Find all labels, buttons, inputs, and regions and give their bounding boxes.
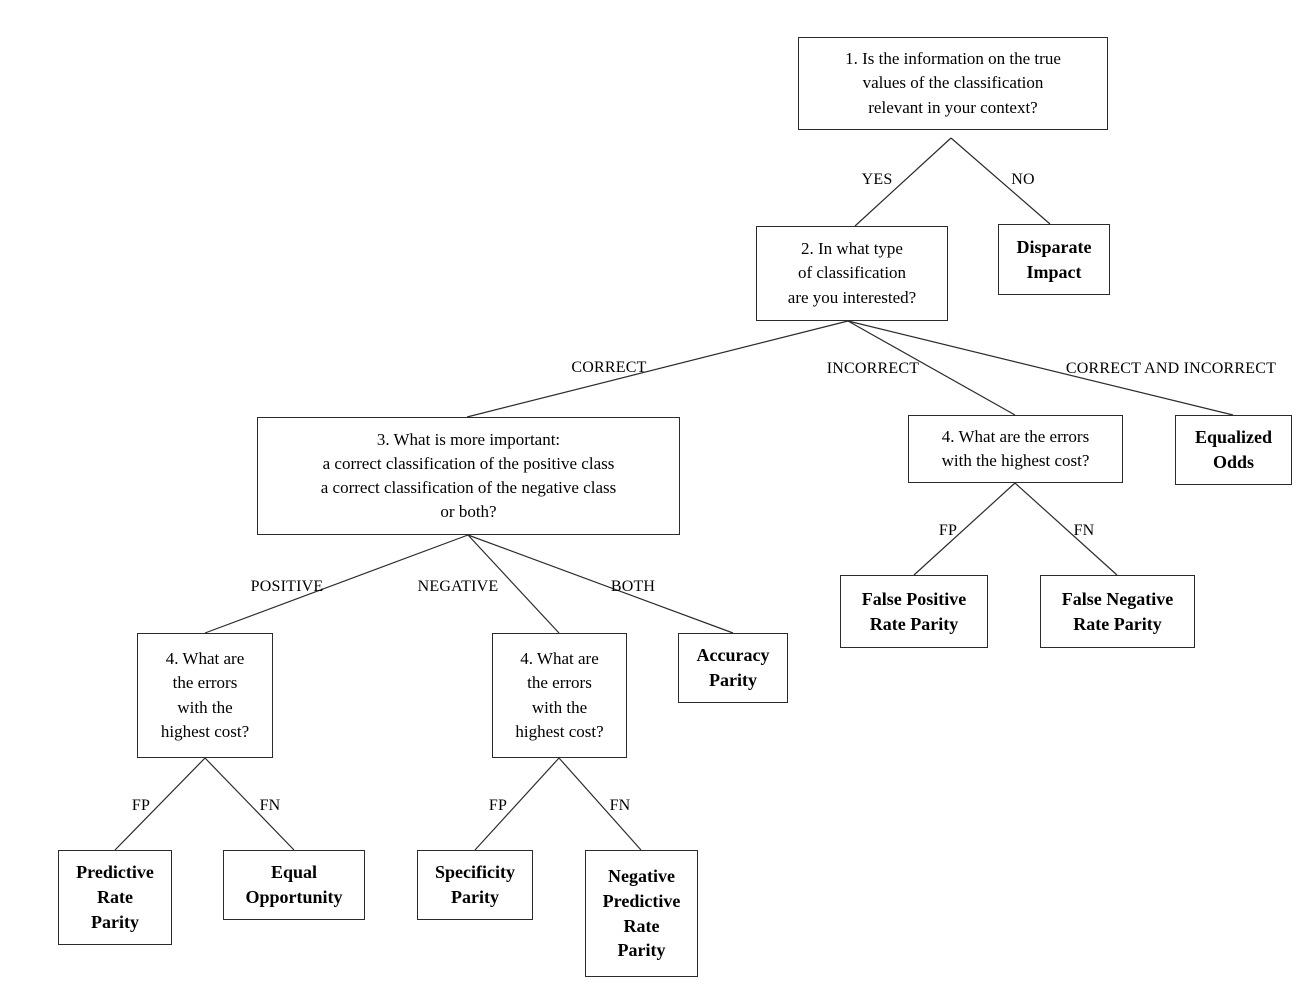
edge-label-correct-and-incorrect: CORRECT AND INCORRECT <box>1065 360 1277 377</box>
edge-label-positive-fp: FP <box>131 797 151 814</box>
q4-errors-positive-branch-label: 4. What are the errors with the highest … <box>160 649 250 741</box>
edge-line-incorrect-fp <box>913 482 1016 576</box>
disparate-impact-label: Disparate Impact <box>1016 236 1092 282</box>
edge-label-no: NO <box>1011 171 1035 188</box>
specificity-parity-label: Specificity Parity <box>435 862 515 907</box>
edge-line-correct-and-incorrect <box>847 320 1234 416</box>
edge-line-incorrect <box>847 320 1016 416</box>
edge-label-negative-fp: FP <box>488 797 508 814</box>
q4-errors-negative-branch-label: 4. What are the errors with the highest … <box>515 649 604 741</box>
equalized-odds-node: Equalized Odds <box>1175 415 1292 485</box>
edge-label-both: BOTH <box>610 578 656 595</box>
edge-line-positive-fp <box>114 757 206 851</box>
q4-errors-positive-branch-node: 4. What are the errors with the highest … <box>137 633 273 758</box>
edge-line-incorrect-fn <box>1014 482 1118 576</box>
edge-line-negative <box>467 534 560 634</box>
edge-line-correct <box>466 320 849 418</box>
edge-line-negative-fp <box>474 757 560 851</box>
predictive-rate-parity-label: Predictive Rate Parity <box>76 862 154 932</box>
edge-line-yes <box>854 137 952 227</box>
equal-opportunity-label: Equal Opportunity <box>245 862 343 907</box>
edge-line-negative-fn <box>558 757 642 851</box>
q4-errors-incorrect-branch-label: 4. What are the errors with the highest … <box>941 426 1090 470</box>
edge-label-incorrect-fp: FP <box>938 522 958 539</box>
q2-classification-type-label: 2. In what type of classification are yo… <box>787 239 917 307</box>
disparate-impact-node: Disparate Impact <box>998 224 1110 295</box>
false-negative-rate-parity-node: False Negative Rate Parity <box>1040 575 1195 648</box>
edge-label-incorrect: INCORRECT <box>826 360 920 377</box>
edge-label-yes: YES <box>861 171 893 188</box>
accuracy-parity-label: Accuracy Parity <box>696 645 770 690</box>
negative-predictive-rate-parity-label: Negative Predictive Rate Parity <box>602 865 681 961</box>
equal-opportunity-node: Equal Opportunity <box>223 850 365 920</box>
q3-what-is-more-important-label: 3. What is more important: a correct cla… <box>320 429 617 522</box>
edge-label-correct: CORRECT <box>571 359 647 376</box>
edge-line-both <box>467 534 734 634</box>
q4-errors-negative-branch-node: 4. What are the errors with the highest … <box>492 633 627 758</box>
q4-errors-incorrect-branch-node: 4. What are the errors with the highest … <box>908 415 1123 483</box>
predictive-rate-parity-node: Predictive Rate Parity <box>58 850 172 945</box>
q1-true-values-relevant-node: 1. Is the information on the true values… <box>798 37 1108 130</box>
edge-line-positive-fn <box>204 757 295 851</box>
false-positive-rate-parity-node: False Positive Rate Parity <box>840 575 988 648</box>
false-negative-rate-parity-label: False Negative Rate Parity <box>1061 588 1174 634</box>
edge-label-negative: NEGATIVE <box>417 578 499 595</box>
q1-true-values-relevant-label: 1. Is the information on the true values… <box>845 49 1061 117</box>
q3-what-is-more-important-node: 3. What is more important: a correct cla… <box>257 417 680 535</box>
equalized-odds-label: Equalized Odds <box>1194 427 1273 472</box>
edge-label-negative-fn: FN <box>609 797 631 814</box>
edge-line-no <box>950 137 1051 225</box>
accuracy-parity-node: Accuracy Parity <box>678 633 788 703</box>
edge-label-incorrect-fn: FN <box>1073 522 1095 539</box>
edge-line-positive <box>204 534 469 634</box>
q2-classification-type-node: 2. In what type of classification are yo… <box>756 226 948 321</box>
edge-label-positive: POSITIVE <box>250 578 324 595</box>
specificity-parity-node: Specificity Parity <box>417 850 533 920</box>
negative-predictive-rate-parity-node: Negative Predictive Rate Parity <box>585 850 698 977</box>
false-positive-rate-parity-label: False Positive Rate Parity <box>861 588 967 634</box>
edge-label-positive-fn: FN <box>259 797 281 814</box>
